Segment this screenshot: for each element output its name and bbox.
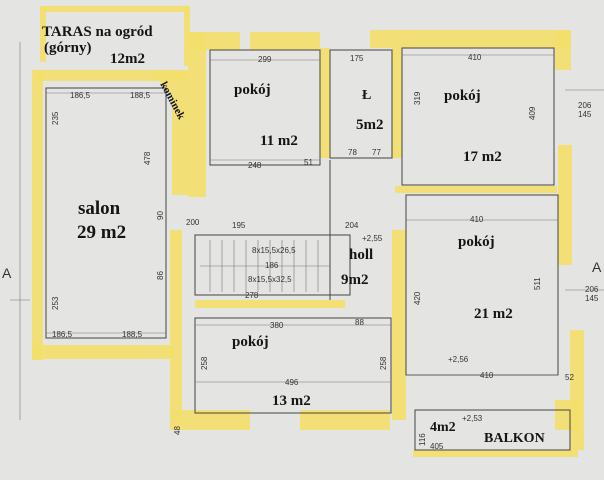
pokoj-17-label: pokój xyxy=(444,88,481,104)
dim: 90 xyxy=(156,211,165,220)
dim: 48 xyxy=(173,426,182,435)
dim: 253 xyxy=(51,296,60,310)
dim: 78 xyxy=(348,148,357,157)
dim: 235 xyxy=(51,111,60,125)
dim: 186,5 xyxy=(52,330,73,339)
dim: 206 xyxy=(585,285,599,294)
lazienka-label: Ł xyxy=(362,88,371,103)
dim: 248 xyxy=(248,161,262,170)
dim: 145 xyxy=(578,110,592,119)
dim: +2,55 xyxy=(362,234,383,243)
dim: 186,5 xyxy=(70,91,91,100)
dim: 405 xyxy=(430,442,444,451)
section-mark-left: A xyxy=(2,265,12,281)
taras-label: TARAS na ogród xyxy=(42,24,153,40)
dim: 258 xyxy=(379,356,388,370)
dim: 188,5 xyxy=(122,330,143,339)
dim: 8x15,5x26,5 xyxy=(252,246,296,255)
dimensions: 299 410 175 186,5 188,5 248 410 380 496 … xyxy=(51,53,599,451)
pokoj-13-area: 13 m2 xyxy=(272,393,311,409)
dim: 478 xyxy=(143,151,152,165)
dim: 116 xyxy=(418,433,427,446)
dim: 258 xyxy=(200,356,209,370)
dim: 206 xyxy=(578,101,592,110)
dim: 8x15,5x32,5 xyxy=(248,275,292,284)
dim: 278 xyxy=(245,291,259,300)
dim: 496 xyxy=(285,378,299,387)
balkon-area: 4m2 xyxy=(430,420,456,435)
dim: 195 xyxy=(232,221,246,230)
dim: 86 xyxy=(156,271,165,280)
pokoj-13-label: pokój xyxy=(232,334,269,350)
stairs xyxy=(200,240,330,292)
dim: 51 xyxy=(304,158,313,167)
dim: 188,5 xyxy=(130,91,151,100)
salon-area: 29 m2 xyxy=(77,222,126,243)
taras-sub-label: (górny) xyxy=(44,40,92,56)
dim: 319 xyxy=(413,91,422,105)
dim: 410 xyxy=(480,371,494,380)
salon-label: salon xyxy=(78,198,121,219)
highlighted-walls xyxy=(32,6,584,457)
dim: 88 xyxy=(355,318,364,327)
pokoj-21-area: 21 m2 xyxy=(474,306,513,322)
section-mark-right: A xyxy=(592,259,602,275)
plan-lines xyxy=(10,42,604,451)
dim: 409 xyxy=(528,106,537,120)
dim: +2,56 xyxy=(448,355,469,364)
dim: 380 xyxy=(270,321,284,330)
dim: 186 xyxy=(265,261,279,270)
dim: 299 xyxy=(258,55,272,64)
holl-area: 9m2 xyxy=(341,272,369,288)
holl-label: holl xyxy=(349,247,373,263)
dim: 410 xyxy=(468,53,482,62)
pokoj-17-area: 17 m2 xyxy=(463,149,502,165)
dim: 77 xyxy=(372,148,381,157)
dim: 204 xyxy=(345,221,359,230)
dim: 200 xyxy=(186,218,200,227)
dim: 420 xyxy=(413,291,422,305)
dim: 145 xyxy=(585,294,599,303)
pokoj-11-area: 11 m2 xyxy=(260,133,298,149)
dim: 410 xyxy=(470,215,484,224)
lazienka-area: 5m2 xyxy=(356,117,384,133)
dim: 511 xyxy=(533,277,542,290)
balkon-label: BALKON xyxy=(484,431,545,446)
taras-area: 12m2 xyxy=(110,51,145,67)
dim: +2,53 xyxy=(462,414,483,423)
dim: 175 xyxy=(350,54,364,63)
pokoj-21-label: pokój xyxy=(458,234,495,250)
dim: 52 xyxy=(565,373,574,382)
pokoj-11-label: pokój xyxy=(234,82,271,98)
